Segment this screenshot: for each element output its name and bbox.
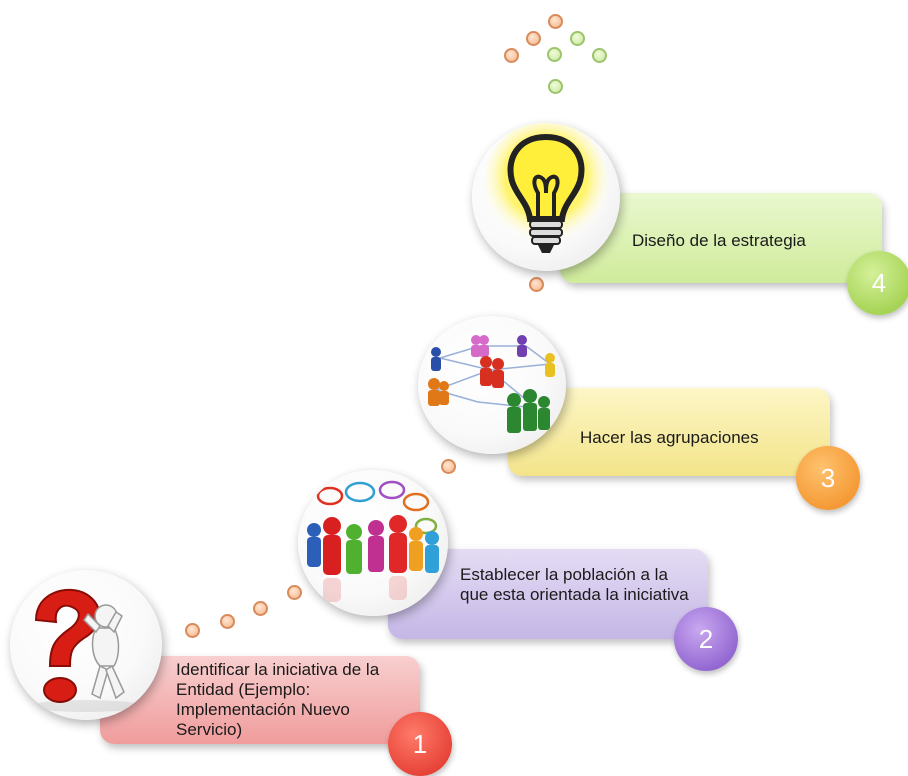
step-1-circle bbox=[10, 570, 162, 720]
step-1-number: 1 bbox=[388, 712, 452, 776]
path-dot bbox=[504, 48, 519, 63]
path-dot bbox=[547, 47, 562, 62]
path-dot bbox=[570, 31, 585, 46]
step-4-circle bbox=[472, 123, 620, 271]
path-dot bbox=[441, 459, 456, 474]
step-2-number: 2 bbox=[674, 607, 738, 671]
path-dot bbox=[526, 31, 541, 46]
people-network-icon bbox=[428, 335, 555, 433]
step-2-text: Establecer la población a la que esta or… bbox=[460, 565, 689, 604]
path-dot bbox=[548, 14, 563, 29]
step-3-number: 3 bbox=[796, 446, 860, 510]
step-3-circle bbox=[418, 316, 566, 454]
question-mark-person-icon bbox=[30, 588, 142, 712]
path-dot bbox=[548, 79, 563, 94]
talking-people-icon bbox=[307, 480, 439, 602]
path-dot bbox=[253, 601, 268, 616]
lightbulb-icon bbox=[484, 123, 608, 253]
step-3-text: Hacer las agrupaciones bbox=[580, 428, 759, 447]
path-dot bbox=[592, 48, 607, 63]
path-dot bbox=[185, 623, 200, 638]
step-4-number: 4 bbox=[847, 251, 908, 315]
path-dot bbox=[287, 585, 302, 600]
path-dot bbox=[529, 277, 544, 292]
step-1-text: Identificar la iniciativa de la Entidad … bbox=[176, 660, 380, 739]
step-4-text: Diseño de la estrategia bbox=[632, 231, 806, 250]
path-dot bbox=[220, 614, 235, 629]
step-2-circle bbox=[298, 470, 448, 616]
